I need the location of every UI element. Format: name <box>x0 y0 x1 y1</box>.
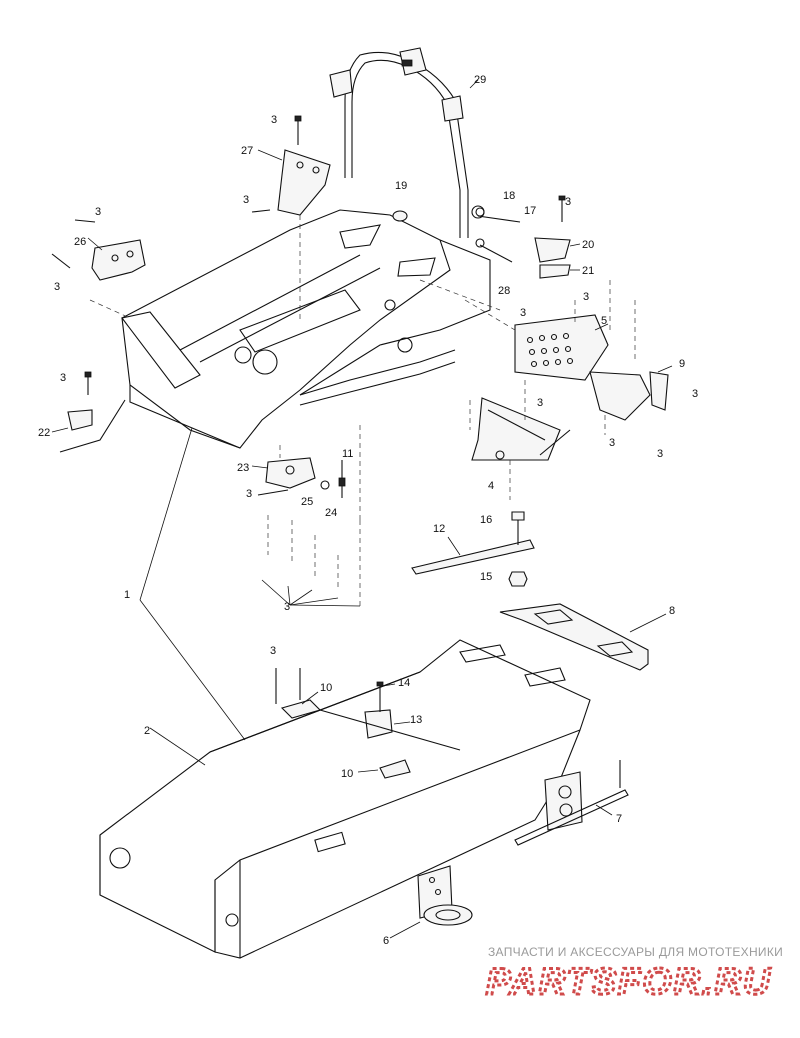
bracket-part-10-lower <box>357 759 411 779</box>
assembly-guide-lines <box>89 215 636 520</box>
callout-18: 18 <box>503 190 515 202</box>
callout-3: 3 <box>271 114 277 126</box>
callout-3: 3 <box>54 281 60 293</box>
callout-15: 15 <box>480 571 492 583</box>
callout-3: 3 <box>246 488 252 500</box>
fastener-group <box>261 515 361 610</box>
callout-3: 3 <box>583 291 589 303</box>
plate-part-26 <box>51 219 146 281</box>
bracket-part-27 <box>251 115 331 216</box>
clip-part-20 <box>534 195 581 263</box>
callout-19: 19 <box>395 180 407 192</box>
bracket-part-10-upper <box>275 668 322 719</box>
callout-17: 17 <box>524 205 536 217</box>
callout-3: 3 <box>284 601 290 613</box>
bracket-part-13 <box>319 709 461 751</box>
upper-chassis-frame <box>121 209 491 449</box>
callout-3: 3 <box>537 397 543 409</box>
hinge-block-part-23 <box>251 457 346 498</box>
callout-9: 9 <box>679 358 685 370</box>
callout-24: 24 <box>325 507 337 519</box>
perforated-cover-part-5 <box>514 314 609 381</box>
bracket-part-6 <box>389 865 473 939</box>
bracket-part-7 <box>514 760 629 846</box>
callout-3: 3 <box>60 372 66 384</box>
callout-3: 3 <box>243 194 249 206</box>
plate-part-8 <box>499 603 667 671</box>
runner-part-12 <box>411 536 535 575</box>
callout-2: 2 <box>144 725 150 737</box>
callout-26: 26 <box>74 236 86 248</box>
bolt-part-16 <box>511 511 525 545</box>
callout-14: 14 <box>398 677 410 689</box>
callout-22: 22 <box>38 427 50 439</box>
bolt-part-14 <box>376 681 396 712</box>
callout-8: 8 <box>669 605 675 617</box>
callout-21: 21 <box>582 265 594 277</box>
callout-6: 6 <box>383 935 389 947</box>
front-support-part-4 <box>471 397 571 461</box>
callout-23: 23 <box>237 462 249 474</box>
callout-3: 3 <box>95 206 101 218</box>
bracket-part-9 <box>589 365 673 421</box>
nut-part-15 <box>508 571 528 587</box>
callout-27: 27 <box>241 145 253 157</box>
callout-3: 3 <box>609 437 615 449</box>
callout-12: 12 <box>433 523 445 535</box>
callout-3: 3 <box>520 307 526 319</box>
steering-loop-part-29 <box>329 47 479 238</box>
bolt-part-28 <box>475 238 513 263</box>
callout-28: 28 <box>498 285 510 297</box>
callout-16: 16 <box>480 514 492 526</box>
callout-29: 29 <box>474 74 486 86</box>
tunnel-part-2 <box>99 639 591 959</box>
bracket-part-22 <box>51 371 126 453</box>
watermark-tagline: ЗАПЧАСТИ И АКСЕССУАРЫ ДЛЯ МОТОТЕХНИКИ <box>488 945 783 959</box>
bushing-part-19 <box>392 210 408 222</box>
callout-5: 5 <box>601 315 607 327</box>
callout-1: 1 <box>124 589 130 601</box>
washer-part-18 <box>471 205 485 219</box>
callout-3: 3 <box>692 388 698 400</box>
callout-13: 13 <box>410 714 422 726</box>
callout-20: 20 <box>582 239 594 251</box>
leader-part-1 <box>139 427 246 741</box>
callout-3: 3 <box>565 196 571 208</box>
callout-7: 7 <box>616 813 622 825</box>
callout-4: 4 <box>488 480 494 492</box>
clip-part-21 <box>539 264 580 279</box>
callout-3: 3 <box>657 448 663 460</box>
callout-3: 3 <box>270 645 276 657</box>
callout-10: 10 <box>341 768 353 780</box>
watermark-logo: PARTSFOR.RU <box>486 961 772 1002</box>
callout-10: 10 <box>320 682 332 694</box>
callout-25: 25 <box>301 496 313 508</box>
callout-11: 11 <box>342 448 353 460</box>
watermark: ЗАПЧАСТИ И АКСЕССУАРЫ ДЛЯ МОТОТЕХНИКИ PA… <box>485 945 783 1004</box>
callout-labels: 1 2 3 3 3 3 3 3 3 3 3 3 3 3 3 3 3 4 5 6 … <box>38 74 698 947</box>
